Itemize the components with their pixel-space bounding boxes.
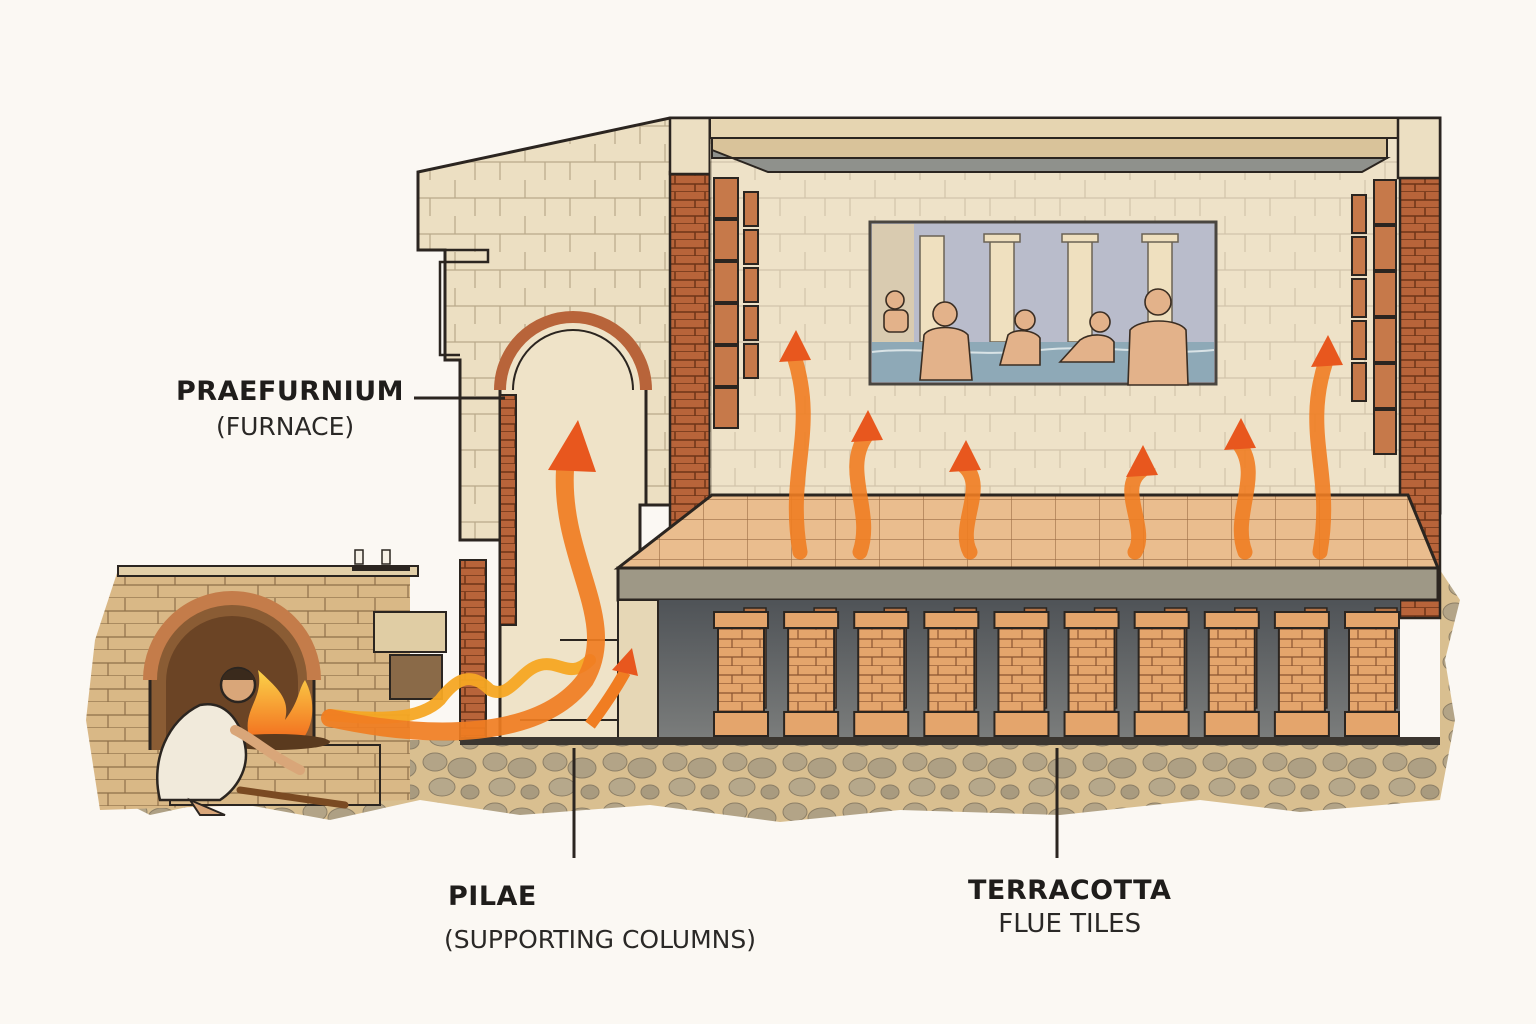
pilae-columns (713, 607, 1400, 737)
flue-tiles-right (1351, 179, 1397, 455)
arrow-head (548, 420, 596, 472)
label-pilae-subtitle: (SUPPORTING COLUMNS) (444, 925, 756, 955)
flue-tile (1373, 225, 1397, 271)
pila-column (1133, 607, 1190, 737)
label-terracotta-subtitle: FLUE TILES (998, 909, 1142, 940)
flue-tile (713, 261, 739, 303)
rising-heat-arrow (1309, 335, 1343, 560)
flue-tile (713, 387, 739, 429)
label-terracotta-title: TERRACOTTA (968, 875, 1172, 906)
arrow-head (612, 648, 638, 676)
flue-tile (1351, 278, 1367, 318)
rising-heat-arrows (779, 330, 1343, 560)
flue-tile (1351, 362, 1367, 402)
flue-tile (713, 345, 739, 387)
rising-heat-arrow (849, 410, 883, 560)
pila-column (1273, 607, 1330, 737)
flue-tile (713, 303, 739, 345)
flue-tile (1373, 409, 1397, 455)
under-floor-arrow (585, 669, 631, 729)
rising-heat-arrow (949, 440, 981, 560)
flue-tile (1351, 236, 1367, 276)
flame-stream (324, 654, 596, 724)
rising-heat-arrow (1224, 418, 1256, 560)
flue-tile (1351, 194, 1367, 234)
flue-tile (743, 191, 759, 227)
ground-rubble (100, 570, 1460, 822)
label-pilae-title: PILAE (448, 881, 537, 912)
flue-tile (1373, 363, 1397, 409)
flue-tile (743, 343, 759, 379)
flue-tile (743, 267, 759, 303)
flue-tile (713, 219, 739, 261)
furnace-hot-air-arrow (321, 461, 605, 741)
pila-column (1063, 607, 1120, 737)
flue-tile (1373, 179, 1397, 225)
label-terracotta-flue-tiles: TERRACOTTA FLUE TILES (968, 875, 1171, 940)
pila-column (1344, 607, 1400, 737)
flue-tile (743, 229, 759, 265)
label-praefurnium-title: PRAEFURNIUM (176, 376, 405, 407)
flue-tile (1373, 271, 1397, 317)
pila-column (853, 607, 910, 737)
pila-column (713, 607, 769, 737)
suspensura-floor (613, 493, 1441, 602)
pila-column (1203, 607, 1260, 737)
flue-tiles-left (713, 177, 759, 429)
flue-tile (1351, 320, 1367, 360)
pila-column (923, 607, 980, 737)
label-praefurnium: PRAEFURNIUM (FURNACE) (176, 376, 404, 442)
rising-heat-arrow (779, 330, 811, 560)
hot-air-flow (321, 420, 638, 741)
bathers-fresco (868, 220, 1218, 386)
flue-tile (713, 177, 739, 219)
pila-column (993, 607, 1050, 737)
stoker-figure (155, 666, 349, 816)
rising-heat-arrow (1124, 445, 1158, 560)
label-pilae: PILAE (SUPPORTING COLUMNS) (444, 881, 756, 955)
pila-column (783, 607, 840, 737)
flue-tile (1373, 317, 1397, 363)
label-praefurnium-subtitle: (FURNACE) (216, 412, 355, 442)
flue-tile (743, 305, 759, 341)
